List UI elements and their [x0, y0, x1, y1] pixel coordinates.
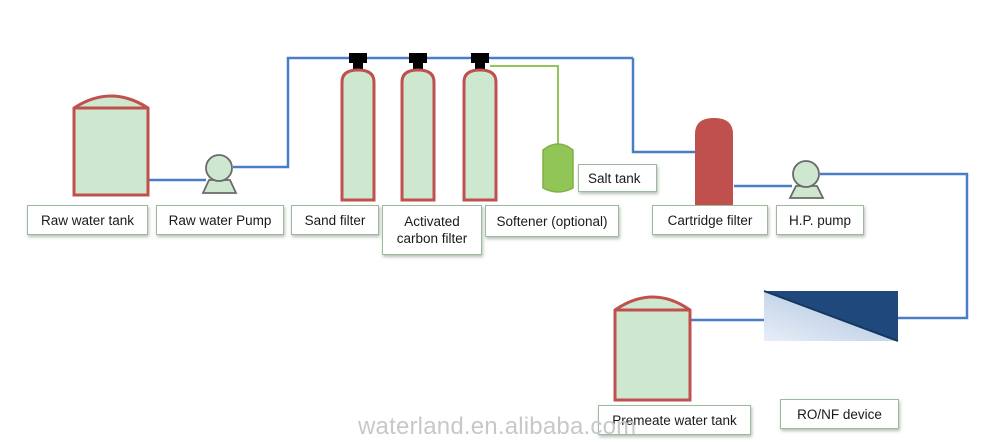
label-text: Premeate water tank	[612, 412, 737, 428]
label-hp-pump: H.P. pump	[776, 205, 864, 235]
pipe-header-to-cartridge	[631, 58, 695, 154]
label-text: Raw water Pump	[168, 212, 272, 228]
label-softener: Softener (optional)	[485, 205, 619, 237]
pipe-softener-to-salt-tank	[490, 65, 559, 148]
label-text: Sand filter	[304, 212, 366, 228]
ro-membrane-icon	[763, 290, 899, 342]
valve-icon	[409, 53, 427, 63]
raw-water-tank-icon	[72, 94, 150, 197]
label-text-line1: Activated	[404, 214, 460, 229]
premeate-water-tank-icon	[613, 295, 692, 402]
label-raw-water-tank: Raw water tank	[27, 205, 148, 235]
label-text: H.P. pump	[788, 212, 852, 228]
label-activated-carbon-filter: Activated carbon filter	[382, 205, 482, 255]
raw-water-pump-icon	[201, 154, 238, 194]
label-cartridge-filter: Cartridge filter	[652, 205, 768, 235]
softener-icon	[462, 53, 498, 202]
label-raw-water-pump: Raw water Pump	[156, 205, 284, 235]
valve-icon	[349, 53, 367, 63]
label-premeate-water-tank: Premeate water tank	[598, 405, 751, 435]
label-text-line2: carbon filter	[396, 231, 468, 246]
cartridge-filter-icon	[695, 118, 733, 205]
sand-filter-icon	[340, 53, 376, 202]
pipe-hppump-to-ro	[820, 172, 969, 320]
label-text: Raw water tank	[40, 212, 135, 228]
watermark-text: waterland.en.alibaba.com	[358, 413, 637, 440]
carbon-filter-icon	[400, 53, 436, 202]
pipe-pump-to-header	[233, 56, 633, 169]
label-text: Cartridge filter	[667, 212, 753, 228]
pipe-network	[147, 56, 969, 322]
salt-tank-icon	[542, 143, 574, 193]
label-sand-filter: Sand filter	[291, 205, 379, 235]
hp-pump-icon	[788, 160, 825, 199]
label-ro-nf-device: RO/NF device	[780, 399, 899, 429]
label-text: Softener (optional)	[496, 213, 608, 229]
label-text: Salt tank	[588, 170, 641, 186]
valve-icon	[471, 53, 489, 63]
label-text: RO/NF device	[797, 406, 882, 422]
label-salt-tank: Salt tank	[578, 164, 657, 192]
